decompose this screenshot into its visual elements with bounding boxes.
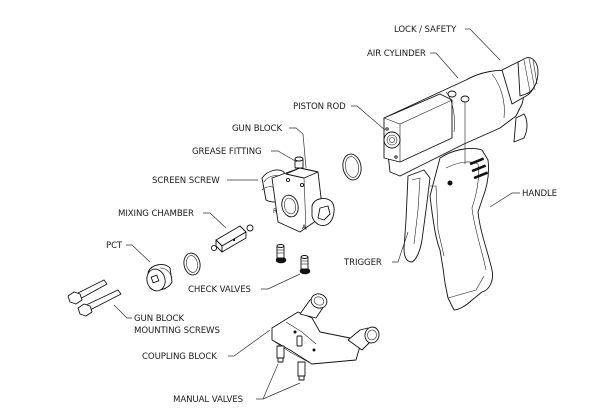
gun-body xyxy=(383,57,539,311)
label-check-valves: CHECK VALVES xyxy=(188,285,251,295)
leader-pct xyxy=(126,244,151,263)
leader-coupling-block xyxy=(228,329,271,357)
label-air-cylinder: AIR CYLINDER xyxy=(367,49,426,59)
label-mounting-screws-line2: MOUNTING SCREWS xyxy=(134,326,220,336)
leader-check-valves xyxy=(261,273,301,290)
leader-mixing-chamber xyxy=(203,212,227,229)
handle-part xyxy=(429,147,493,311)
manual-valve-2 xyxy=(297,361,306,377)
manual-valve-1 xyxy=(276,345,285,359)
check-valves-part xyxy=(275,244,311,275)
marking-a: A xyxy=(302,224,307,231)
label-piston-rod: PISTON ROD xyxy=(293,102,346,112)
leader-grease-fitting xyxy=(271,150,298,163)
label-screen-screw: SCREEN SCREW xyxy=(152,176,220,186)
label-gun-block: GUN BLOCK xyxy=(232,124,282,134)
mixing-chamber-part xyxy=(210,224,254,253)
coupling-block-part xyxy=(271,293,380,381)
label-mounting-screws-line1: GUN BLOCK xyxy=(134,314,184,324)
marking-r: R xyxy=(273,208,277,215)
callout-labels: LOCK / SAFETY AIR CYLINDER PISTON ROD GU… xyxy=(106,25,557,405)
leader-air-cylinder xyxy=(430,52,459,79)
piston-rod-housing xyxy=(383,93,453,163)
leader-gun-block xyxy=(289,127,307,169)
leader-handle xyxy=(489,192,520,208)
gun-block-part: R A xyxy=(261,156,335,233)
leader-manual-valves-2 xyxy=(262,382,301,400)
leader-lock-safety xyxy=(465,28,501,61)
leader-lines xyxy=(113,28,520,400)
label-coupling-block: COUPLING BLOCK xyxy=(142,352,217,362)
label-mixing-chamber: MIXING CHAMBER xyxy=(118,209,194,219)
label-handle: HANDLE xyxy=(522,189,557,199)
pct-part xyxy=(146,264,173,292)
label-pct: PCT xyxy=(106,241,123,251)
leader-piston-rod xyxy=(351,105,386,131)
gun-block-mounting-screws-part xyxy=(67,279,122,317)
leader-trigger xyxy=(392,231,409,263)
lock-safety-knob xyxy=(517,57,539,97)
label-grease-fitting: GREASE FITTING xyxy=(192,147,262,157)
piston-rod-part xyxy=(383,131,401,149)
o-ring-small xyxy=(183,252,201,276)
label-lock-safety: LOCK / SAFETY xyxy=(394,25,457,35)
label-manual-valves: MANUAL VALVES xyxy=(173,395,243,405)
leader-mounting-screws xyxy=(113,304,132,319)
label-trigger: TRIGGER xyxy=(343,258,382,268)
